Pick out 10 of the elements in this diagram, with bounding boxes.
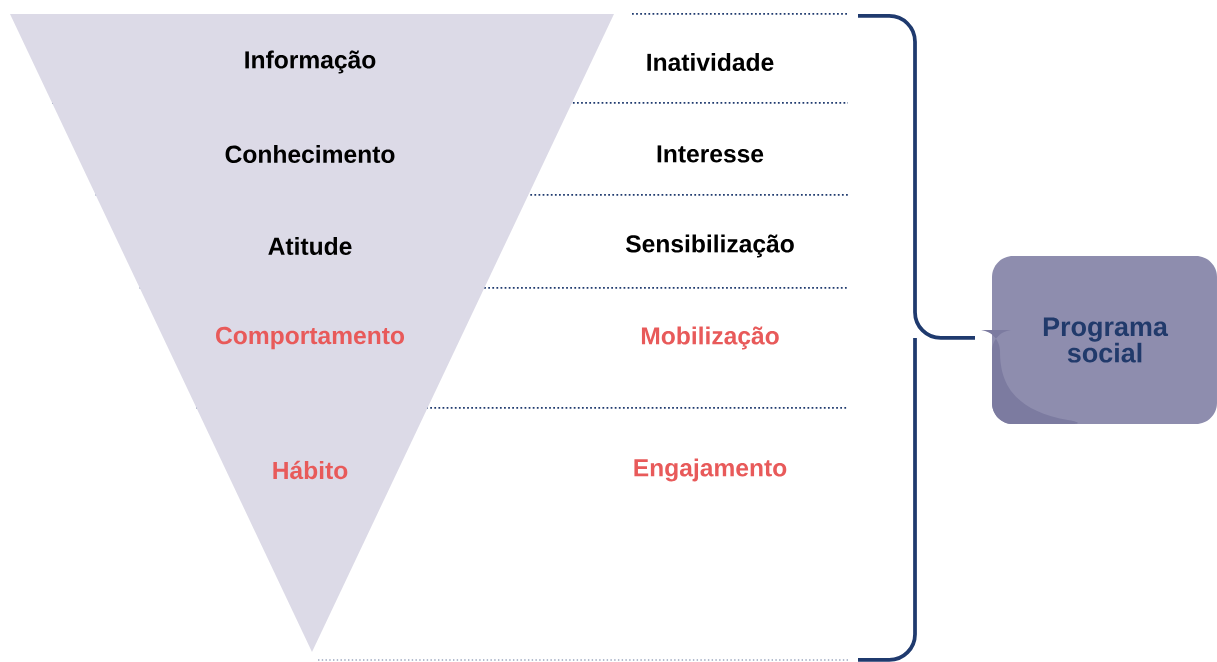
stage-label: Mobilização: [641, 326, 779, 350]
stage-label: Comportamento: [216, 326, 405, 350]
program-box: Programa social: [978, 256, 1217, 424]
stage-label: Conhecimento: [225, 144, 395, 163]
stage-label: Atitude: [268, 236, 352, 255]
stage-label: Inatividade: [647, 52, 774, 71]
stage-label: Interesse: [657, 145, 764, 163]
funnel-triangle: [10, 14, 614, 652]
stage-label: Informação: [245, 50, 376, 74]
stage-label: Hábito: [273, 460, 348, 480]
